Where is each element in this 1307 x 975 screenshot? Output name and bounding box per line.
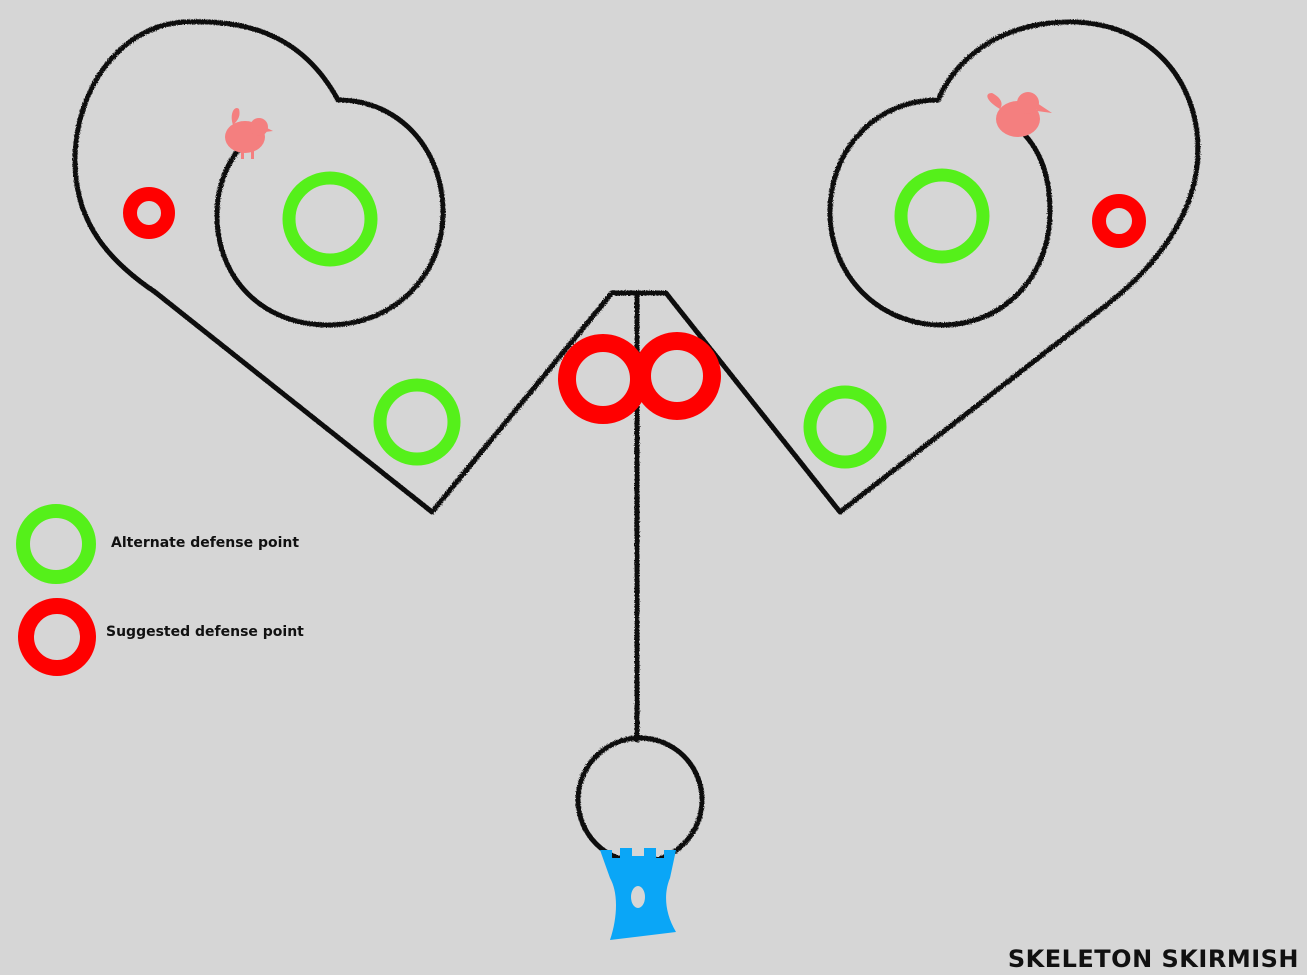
alternate-defense-points [282,168,990,469]
alternate-defense-point[interactable] [803,385,887,469]
legend-alternate-label: Alternate defense point [111,535,300,551]
bird-spawn-icon [225,107,273,159]
suggested-defense-point[interactable] [1092,194,1146,248]
bird-spawn-icon [987,92,1052,137]
suggested-defense-point[interactable] [633,332,721,420]
map-title: SKELETON SKIRMISH [1007,945,1299,973]
right-path-inner-loop [827,97,1053,328]
legend-suggested-label: Suggested defense point [106,624,304,640]
left-path-inner-loop [214,97,446,328]
suggested-defense-point[interactable] [558,334,648,424]
alternate-defense-point[interactable] [373,378,461,466]
castle-base-icon [600,848,676,940]
left-path-outer [72,19,1201,515]
suggested-defense-points [123,187,1146,424]
legend-alternate-marker [16,504,96,584]
legend-suggested-marker [18,598,96,676]
alternate-defense-point[interactable] [282,171,378,267]
base-ring [575,735,705,865]
alternate-defense-point[interactable] [894,168,990,264]
suggested-defense-point[interactable] [123,187,175,239]
